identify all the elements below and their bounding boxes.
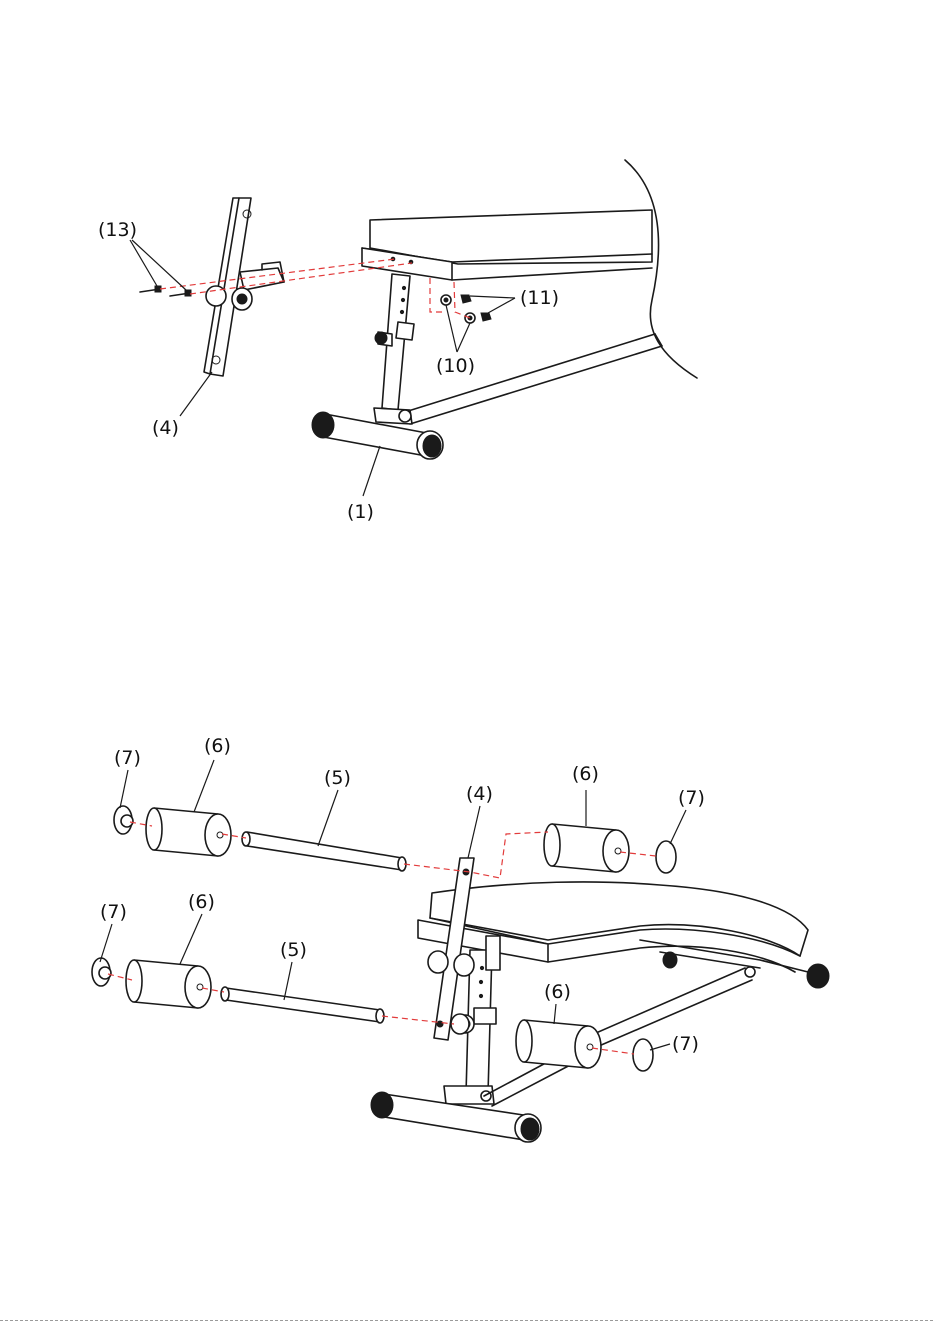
label-1: (1) [347, 501, 374, 523]
top-adjustable-post [374, 274, 414, 424]
label-6-lower-left: (6) [188, 891, 215, 913]
foam-roller-lower-right [516, 1020, 601, 1068]
bottom-assembly-figure: (7) (6) (5) (4) (6) (7) (7) (6) (5) (6) … [92, 735, 829, 1142]
label-6-lower-right: (6) [544, 981, 571, 1003]
label-4: (4) [152, 417, 179, 439]
bottom-rods [221, 832, 406, 1023]
label-5-upper: (5) [324, 767, 351, 789]
end-cap-upper-left [114, 806, 133, 834]
foam-roller-upper-right [544, 824, 629, 872]
label-11: (11) [520, 287, 559, 309]
end-cap-lower-right [633, 1039, 653, 1071]
top-assembly-figure: (13) (11) (10) (4) (1) [98, 160, 697, 523]
label-5-lower: (5) [280, 939, 307, 961]
label-10: (10) [436, 355, 475, 377]
top-washers-nuts [441, 295, 491, 323]
bottom-rear-frame [580, 940, 829, 1052]
foam-roller-lower-left [126, 960, 211, 1008]
end-cap-lower-left [92, 958, 111, 986]
label-6-upper-right: (6) [572, 763, 599, 785]
label-7-lower-left: (7) [100, 901, 127, 923]
bottom-leg-roller-bar [428, 858, 474, 1040]
top-frame-rail [405, 334, 662, 424]
foam-roller-upper-left [146, 808, 231, 856]
label-13: (13) [98, 219, 137, 241]
page-bottom-rule [0, 1320, 933, 1321]
label-7-lower-right: (7) [672, 1033, 699, 1055]
top-seat-pad [362, 210, 652, 280]
label-4: (4) [466, 783, 493, 805]
label-6-upper-left: (6) [204, 735, 231, 757]
end-cap-upper-right [656, 841, 676, 873]
label-7-upper-right: (7) [678, 787, 705, 809]
label-7-upper-left: (7) [114, 747, 141, 769]
